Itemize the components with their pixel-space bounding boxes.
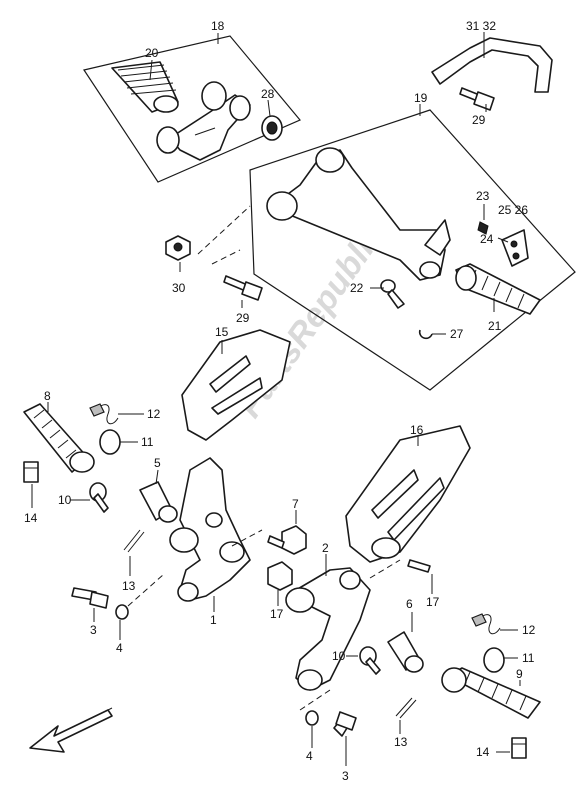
callout-11-right: 11 [522,651,535,665]
part-12-spring-right[interactable] [471,613,501,635]
callout-16: 16 [410,423,424,437]
callout-10-left: 10 [58,493,72,507]
callout-5: 5 [154,456,161,470]
callout-labels: 18 20 28 31 32 19 29 23 25 26 24 30 29 2… [24,19,536,783]
callout-29: 29 [236,311,250,325]
part-20-footpeg[interactable] [111,61,179,113]
leader-30 [197,205,251,255]
callout-3-right: 3 [342,769,349,783]
part-12-spring[interactable] [89,403,119,425]
part-11-ball[interactable] [99,429,121,455]
part-11-ball-right[interactable] [483,647,505,673]
leader-17 [369,559,401,579]
callout-22: 22 [350,281,364,295]
callout-19: 19 [414,91,428,105]
part-13-cotter-pin[interactable] [123,529,145,553]
callout-12-left: 12 [147,407,161,421]
part-14-stopper[interactable] [23,461,39,483]
callout-10-right: 10 [332,649,346,663]
part-22-pin[interactable] [380,279,405,309]
leader-3-right [299,689,331,711]
part-3132-grab-hook[interactable] [431,37,553,93]
callout-12-right: 12 [522,623,536,637]
callout-leaders [31,32,521,766]
part-10-pin[interactable] [89,482,109,513]
callout-31-32: 31 32 [466,19,496,33]
callout-8: 8 [44,389,51,403]
leader-3-left [127,573,165,607]
part-13-cotter-pin-right[interactable] [395,697,417,719]
part-8-footpeg[interactable] [23,403,95,473]
part-27-clip[interactable] [418,329,433,340]
part-4-washer-left[interactable] [115,604,129,620]
part-7-bolt[interactable] [267,525,307,555]
callout-25-26: 25 26 [498,203,528,217]
part-17-screw-left[interactable] [267,561,293,591]
part-5-pivot[interactable] [139,481,178,523]
callout-13-right: 13 [394,735,408,749]
part-15-heel-guard[interactable] [181,329,291,441]
callout-24: 24 [480,232,494,246]
part-9-footpeg[interactable] [441,667,541,719]
part-19-bracket[interactable] [266,147,451,281]
callout-17-left: 17 [270,607,284,621]
part-1-bracket[interactable] [169,457,251,602]
kit-box-19 [249,104,576,391]
callout-17-right: 17 [426,595,440,609]
callout-21: 21 [488,319,502,333]
part-29-bolt-top[interactable] [459,87,495,111]
callout-23: 23 [476,189,490,203]
part-28-bushing[interactable] [261,115,283,141]
callout-27: 27 [450,327,464,341]
part-3-bolt-left[interactable] [71,587,109,609]
leader-29 [211,249,241,265]
callout-3-left: 3 [90,623,97,637]
callout-4-right: 4 [306,749,313,763]
part-17-screw-right[interactable] [407,559,431,573]
callout-20: 20 [145,46,159,60]
part-10-pin-right[interactable] [359,646,381,675]
callout-30: 30 [172,281,186,295]
part-14-stopper-right[interactable] [511,737,527,759]
part-6-pivot[interactable] [387,631,424,673]
callout-18: 18 [211,19,225,33]
part-29-bolt[interactable] [223,275,263,301]
callout-29-top: 29 [472,113,486,127]
callout-6: 6 [406,597,413,611]
callout-2: 2 [322,541,329,555]
callout-28: 28 [261,87,275,101]
arrow-icon [29,707,113,753]
part-30-nut[interactable] [165,235,191,261]
part-2526-plate[interactable] [501,229,529,267]
callout-1: 1 [210,613,217,627]
callout-11-left: 11 [141,435,154,449]
part-3-bolt-right[interactable] [333,711,357,737]
callout-13-left: 13 [122,579,136,593]
callout-4-left: 4 [116,641,123,655]
part-18-bracket[interactable] [156,81,251,161]
part-2-bracket[interactable] [285,567,371,691]
callout-14-right: 14 [476,745,490,759]
callout-14-left: 14 [24,511,38,525]
part-21-footpeg[interactable] [455,263,541,315]
part-16-heel-guard[interactable] [345,425,471,563]
part-23-spring-pin[interactable] [477,221,489,235]
callout-15: 15 [215,325,229,339]
callout-7: 7 [292,497,299,511]
part-4-washer-right[interactable] [305,710,319,726]
kit-box-18 [83,33,301,183]
callout-9: 9 [516,667,523,681]
leader-7 [231,529,263,547]
